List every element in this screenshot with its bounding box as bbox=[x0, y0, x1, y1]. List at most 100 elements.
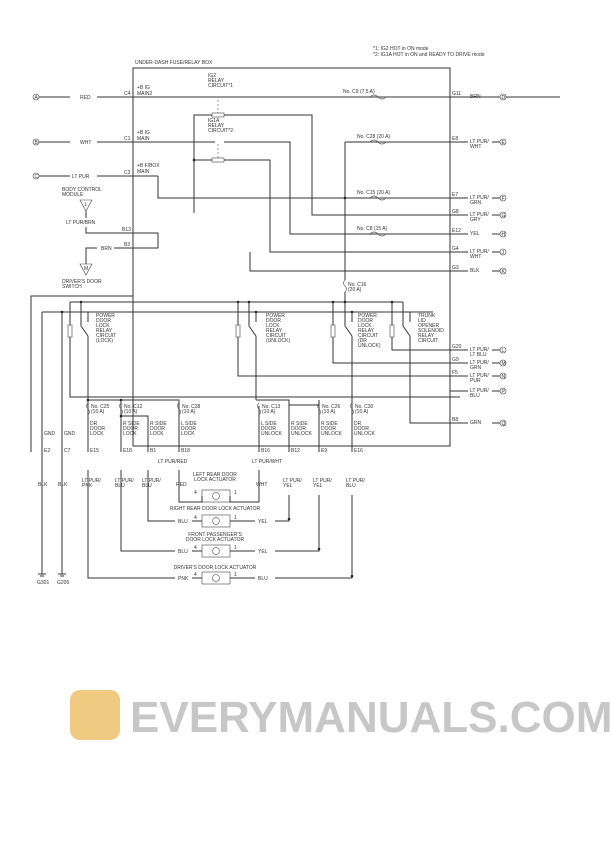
pin-label: E18 bbox=[123, 448, 132, 454]
fuse-label: No. C30 bbox=[355, 404, 374, 410]
wire-color-label: LT BLU bbox=[470, 352, 487, 358]
wire-color-label: LT PUR/ bbox=[470, 373, 489, 379]
connector-triangle-icon bbox=[79, 263, 93, 276]
connector-triangle-icon bbox=[79, 199, 93, 212]
connector-letter: P bbox=[502, 389, 506, 395]
wire-color-label: LT PUR/ bbox=[470, 360, 489, 366]
wire-color-label: PNK bbox=[178, 576, 189, 582]
pin-label: E7 bbox=[452, 192, 458, 198]
wire bbox=[87, 470, 175, 579]
pin-label: G20 bbox=[452, 344, 462, 350]
wire-color-label: BLK bbox=[470, 268, 480, 274]
connector-letter: K bbox=[502, 269, 506, 275]
wire-color-label: LT PUR/ bbox=[283, 478, 302, 484]
connector-letter: D bbox=[502, 95, 506, 101]
pin-label: E8 bbox=[452, 136, 458, 142]
pin-label: G11 bbox=[452, 91, 461, 97]
pin-label: B13 bbox=[122, 227, 131, 233]
connector-k bbox=[499, 267, 507, 275]
connector-g bbox=[499, 211, 507, 219]
wire-color-label: PUR bbox=[470, 378, 481, 384]
pin-label: B18 bbox=[181, 448, 190, 454]
pin-function-label: DOOR bbox=[261, 426, 276, 432]
actuator-name: RIGHT REAR DOOR LOCK ACTUATOR bbox=[170, 506, 261, 512]
fuse-label: No. C13 bbox=[262, 404, 281, 410]
fuse-label: (10 A) bbox=[91, 409, 105, 415]
wire bbox=[275, 495, 353, 579]
connector-letter: H bbox=[502, 232, 506, 238]
wire-color-label: RED bbox=[80, 95, 91, 101]
wire-color-label: YEL bbox=[258, 549, 268, 555]
wire-color-label: LT PUR/ bbox=[313, 478, 332, 484]
connector-q bbox=[499, 419, 507, 427]
pin-function-label: L SIDE bbox=[261, 421, 277, 427]
fuse-icon bbox=[119, 402, 123, 416]
box-title: UNDER-DASH FUSE/RELAY BOX bbox=[135, 60, 213, 66]
pin-label: B8 bbox=[452, 417, 458, 423]
connector-letter: M bbox=[502, 361, 506, 367]
fuse-label: No. C28 (20 A) bbox=[357, 134, 390, 140]
pin-number: 1 bbox=[234, 490, 237, 496]
wire-color-label: GRN bbox=[470, 200, 482, 206]
pin-label: G9 bbox=[452, 357, 459, 363]
connector-h bbox=[499, 230, 507, 238]
wire-color-label: PNK bbox=[82, 483, 93, 489]
actuator-name: DRIVER'S DOOR LOCK ACTUATOR bbox=[174, 565, 257, 571]
watermark-text: EVERYMANUALS.COM bbox=[130, 693, 612, 742]
pin-label: E15 bbox=[90, 448, 99, 454]
fuse-label: No. C26 bbox=[322, 404, 341, 410]
fuse-icon bbox=[257, 402, 261, 416]
wire-color-label: GRN bbox=[470, 365, 482, 371]
connector-f bbox=[499, 194, 507, 202]
pin-number: 4 bbox=[194, 545, 197, 551]
wire bbox=[275, 495, 290, 522]
connector-letter: J bbox=[502, 250, 505, 256]
pin-function-label: GND bbox=[44, 431, 56, 437]
pin-number: 1 bbox=[234, 572, 237, 578]
wire-color-label: BLU bbox=[115, 483, 125, 489]
pin-function-label: LOCK bbox=[150, 431, 164, 437]
wire-color-label: LT PUR/ bbox=[470, 212, 489, 218]
fuse-relay-box bbox=[132, 67, 451, 447]
ground-label: G205 bbox=[57, 580, 69, 586]
connector-j bbox=[499, 248, 507, 256]
fuse-icon bbox=[86, 402, 90, 416]
wire-color-label: BLU bbox=[470, 393, 480, 399]
pin-number: 4 bbox=[194, 515, 197, 521]
pin-function-label: DOOR bbox=[150, 426, 165, 432]
pin-label: C3 bbox=[124, 170, 131, 176]
pin-number: 1 bbox=[234, 545, 237, 551]
watermark: EVERYMANUALS.COM bbox=[70, 690, 612, 742]
wire bbox=[120, 470, 175, 552]
wire bbox=[229, 470, 260, 503]
connector-p bbox=[499, 387, 507, 395]
connector-letter: E bbox=[502, 140, 506, 146]
motor-icon bbox=[212, 547, 220, 555]
pin-label: B12 bbox=[291, 448, 300, 454]
connector-e bbox=[499, 138, 507, 146]
connector-letter: Q bbox=[502, 421, 506, 427]
ground-label: G301 bbox=[37, 580, 49, 586]
fuse-icon bbox=[369, 231, 387, 237]
fuse-label: (10 A) bbox=[182, 409, 196, 415]
bottom-pins: GNDE2BLKG301GNDC7BLKG205DRDOORLOCKE15No.… bbox=[37, 402, 376, 586]
actuator-name: LEFT REAR DOOR bbox=[193, 472, 237, 478]
motor-icon bbox=[212, 517, 220, 525]
wire-color-label: LT PUR/RED bbox=[158, 459, 188, 465]
wire-color-label: BLU bbox=[346, 483, 356, 489]
pin-function-label: GND bbox=[64, 431, 76, 437]
wire-color-label: LT PUR bbox=[72, 174, 90, 180]
pin-function-label: L SIDE bbox=[181, 421, 197, 427]
fuse-icon bbox=[369, 195, 387, 201]
pin-function-label: DOOR bbox=[291, 426, 306, 432]
junction bbox=[350, 574, 354, 578]
wire-color-label: RED bbox=[176, 482, 187, 488]
pin-label: G8 bbox=[452, 209, 459, 215]
